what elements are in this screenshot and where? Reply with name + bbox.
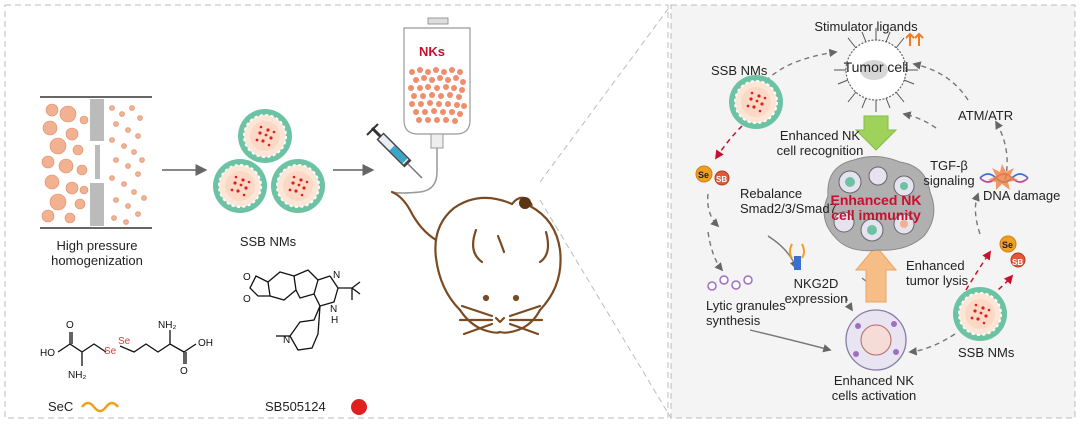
left-panel-frame — [4, 4, 669, 419]
iv-bag-illustration — [391, 17, 471, 194]
lytic-granules-label: Lytic granules synthesis — [706, 298, 786, 328]
sec-atom-se2: Se — [118, 336, 131, 347]
rebalance-label: Rebalance Smad2/3/Smad7 — [740, 186, 837, 216]
sb-atom-o2: O — [243, 294, 251, 305]
nk-tumor-interaction-center — [823, 156, 935, 252]
sec-atom-o2: O — [180, 366, 188, 377]
lysis-arrow — [854, 245, 898, 303]
se-right-label: Se — [1002, 240, 1014, 250]
stimulator-ligand-icon — [905, 32, 924, 46]
sb-atom-nh: N — [330, 304, 338, 315]
sec-atom-oh: OH — [198, 338, 213, 349]
ssb-nm-bottom — [952, 286, 1008, 342]
sec-name: SeC — [48, 399, 74, 414]
tumor-cell-label: Tumor cell — [843, 59, 909, 75]
sb-name: SB505124 — [265, 399, 326, 414]
lytic-granules-icon — [707, 275, 753, 291]
nk-activation-label: Enhanced NK cells activation — [831, 373, 917, 403]
sb-atom-n1: N — [333, 270, 341, 281]
se-sb-particle-right — [999, 235, 1026, 268]
stimulator-ligands-label: Stimulator ligands — [814, 19, 918, 34]
ssb-nms-bottom-label: SSB NMs — [958, 345, 1015, 360]
sec-atom-o1: O — [66, 320, 74, 331]
homogenizer-illustration — [40, 96, 152, 229]
center-immunity-label: Enhanced NK cell immunity — [830, 192, 922, 223]
nkg2d-receptor-icon — [789, 243, 805, 270]
sb-atom-o1: O — [243, 272, 251, 283]
sec-wave-icon — [81, 401, 119, 413]
injection-site — [519, 197, 531, 209]
se-left-label: Se — [698, 170, 710, 180]
dna-damage-label: DNA damage — [983, 188, 1061, 203]
nm-label: SSB NMs — [239, 234, 297, 249]
ssb-nms-top-label: SSB NMs — [711, 63, 768, 78]
lysis-label: Enhanced tumor lysis — [906, 258, 969, 288]
sec-atom-se1: Se — [104, 346, 117, 357]
dna-damage-icon — [979, 164, 1029, 190]
sb-right-label: SB — [1012, 258, 1024, 267]
sb505124-red-dot — [351, 399, 367, 415]
syringe-illustration — [366, 123, 423, 179]
tumor-cell-illustration — [834, 28, 918, 112]
sec-atom-nh2b: NH₂ — [158, 320, 177, 331]
sb-left-label: SB — [716, 175, 728, 184]
sb-atom-h: H — [331, 315, 339, 326]
atm-atr-label: ATM/ATR — [958, 108, 1014, 123]
sec-molecule — [57, 330, 197, 413]
sb505124-molecule — [249, 269, 361, 351]
ssb-nm-top — [728, 74, 784, 130]
homogenization-label: High pressure homogenization — [51, 238, 143, 268]
recognition-label: Enhanced NK cell recognition — [776, 128, 864, 158]
recognition-arrow — [854, 115, 898, 151]
nks-bag-label: NKs — [419, 44, 446, 59]
activated-nk-cell-illustration — [845, 309, 907, 371]
se-sb-particle-left — [695, 165, 730, 186]
mouse-illustration — [390, 190, 562, 336]
sb-atom-n2: N — [283, 335, 291, 346]
ssb-nanomedicine-cluster — [212, 108, 326, 214]
sec-atom-ho: HO — [40, 348, 55, 359]
sec-atom-nh2a: NH₂ — [68, 370, 87, 381]
nkg2d-label: NKG2D expression — [784, 276, 848, 306]
tgf-beta-label: TGF-β signaling — [923, 158, 975, 188]
